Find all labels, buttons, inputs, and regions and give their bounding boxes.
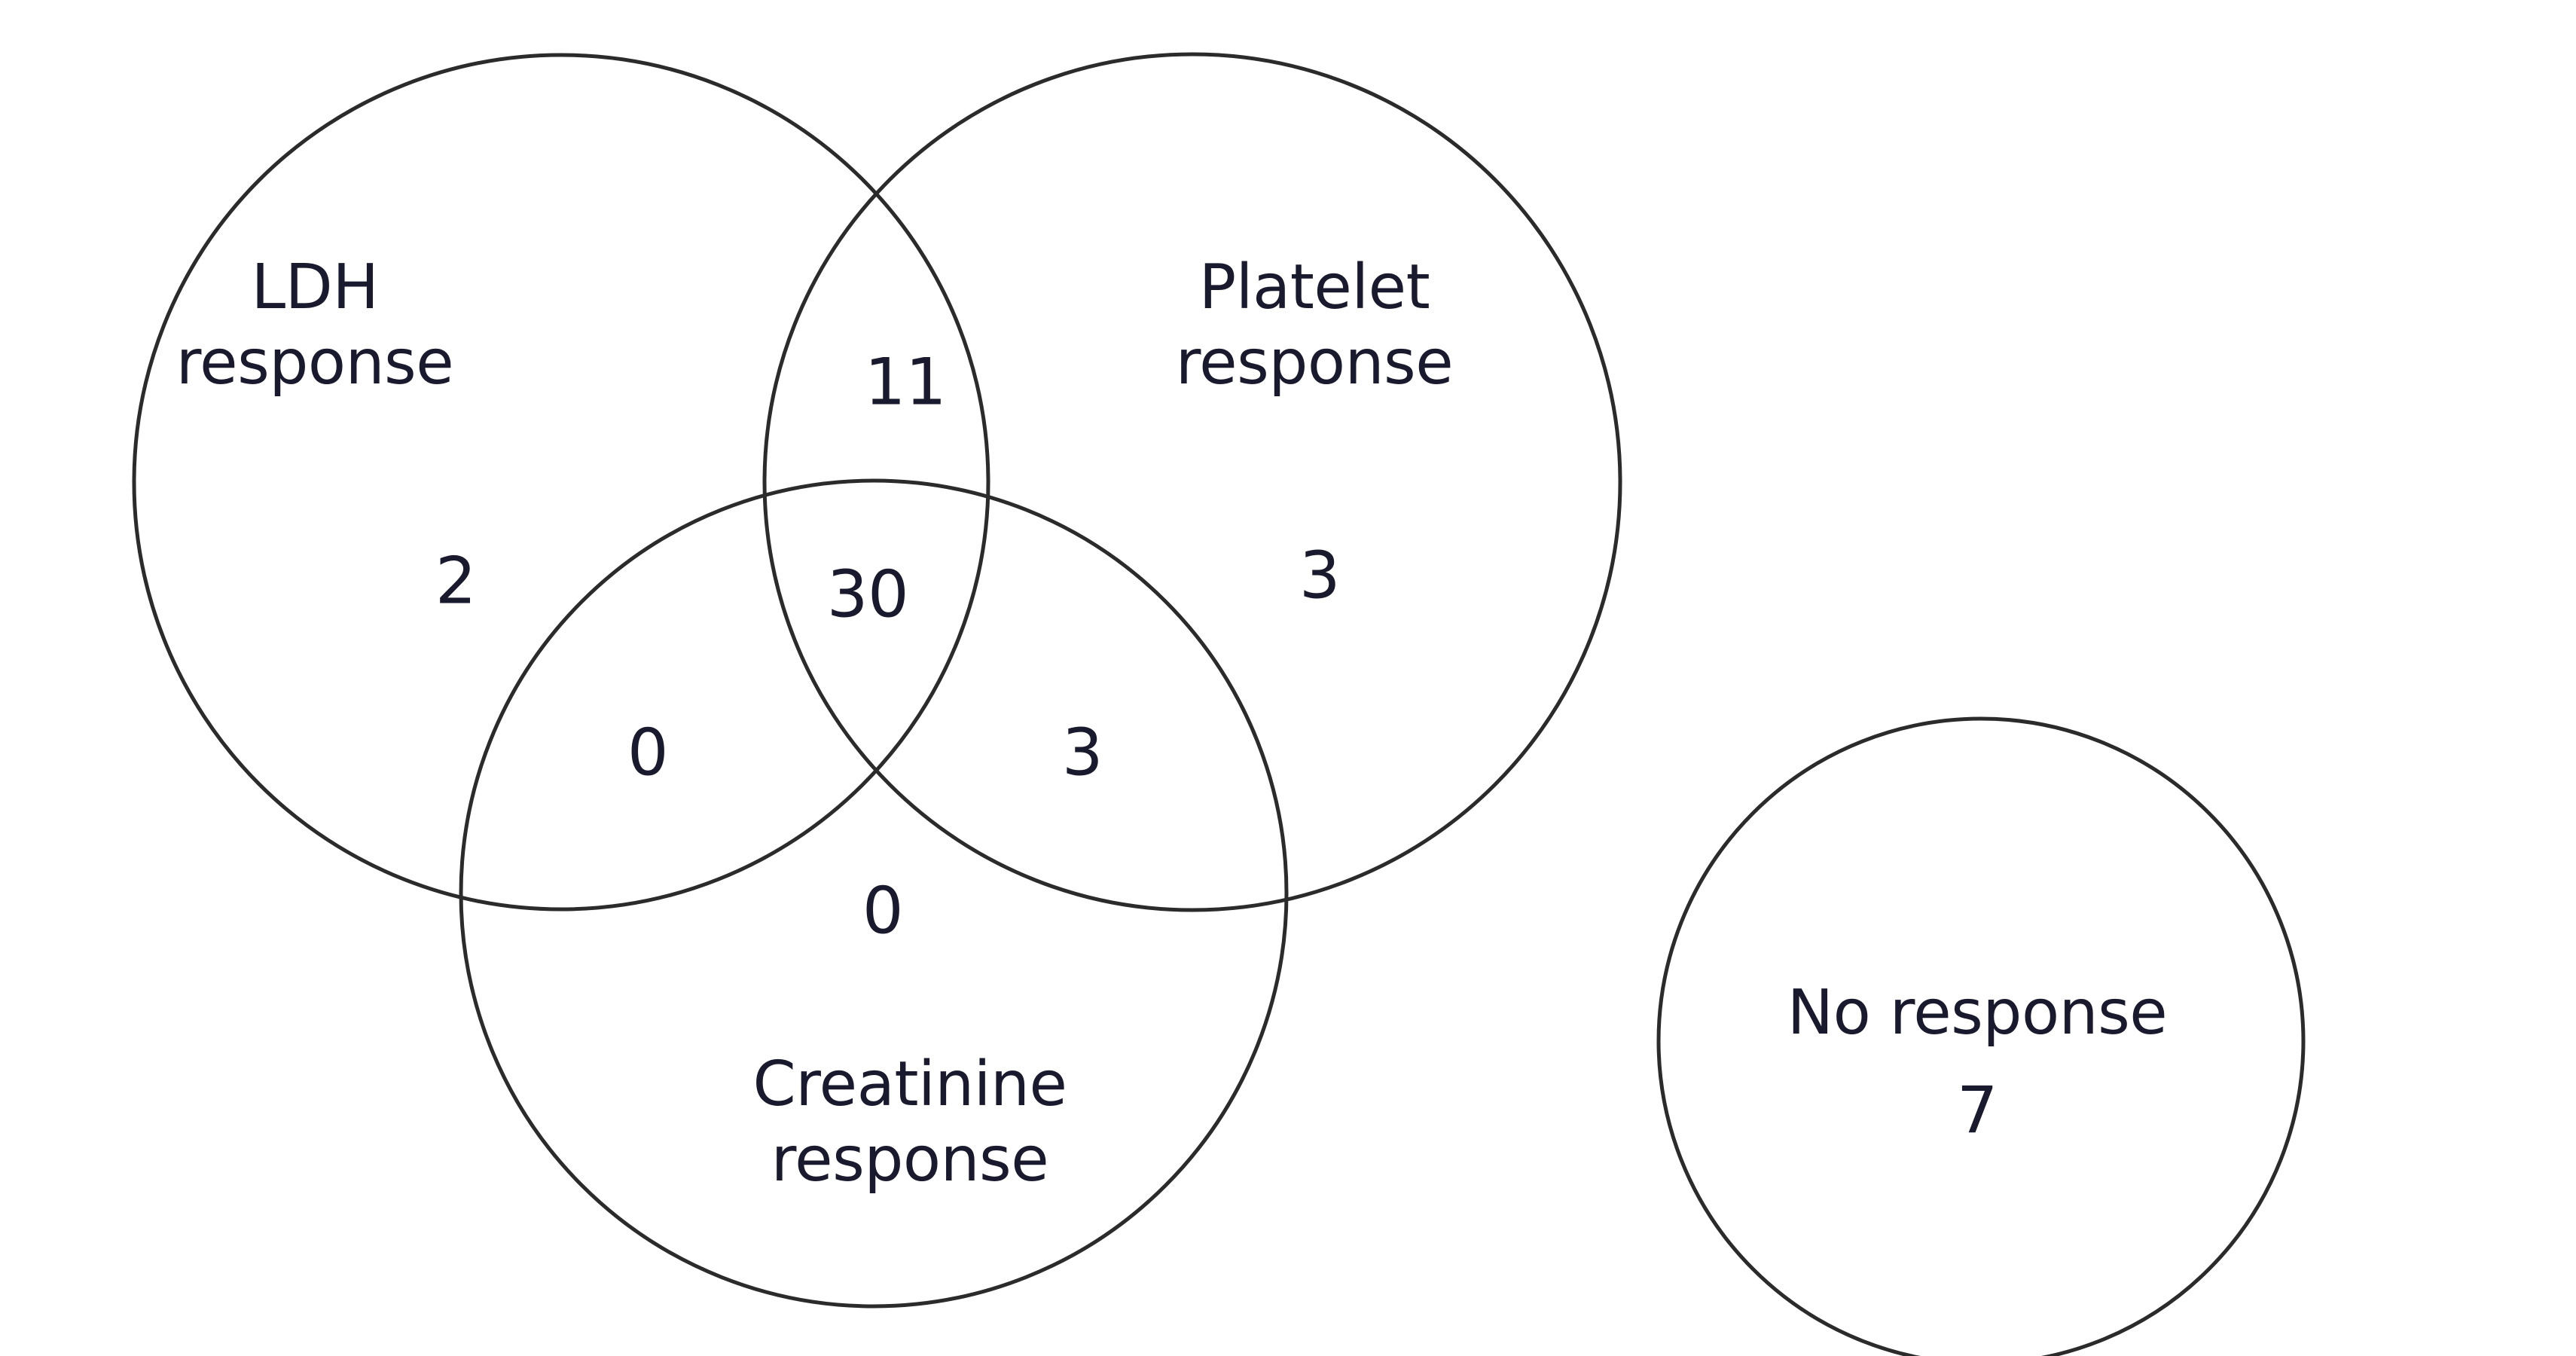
platelet-set-label: Platelet response: [1175, 250, 1454, 401]
creatinine-label-line1: Creatinine: [752, 1048, 1067, 1120]
ldh-label-line1: LDH: [251, 251, 379, 323]
platelet-circle: [762, 52, 1622, 912]
count-ldh-creatinine: 0: [627, 715, 669, 791]
count-creatinine-only: 0: [862, 873, 904, 949]
count-ldh-platelet-creatinine: 30: [826, 557, 909, 633]
count-ldh-platelet: 11: [864, 344, 947, 420]
ldh-circle: [132, 53, 990, 912]
count-platelet-only: 3: [1299, 538, 1341, 614]
count-platelet-creatinine: 3: [1061, 715, 1103, 791]
count-ldh-only: 2: [435, 543, 477, 619]
creatinine-circle: [459, 478, 1289, 1309]
platelet-label-line1: Platelet: [1198, 251, 1430, 323]
creatinine-set-label: Creatinine response: [753, 1047, 1067, 1198]
platelet-label-line2: response: [1175, 327, 1454, 399]
no-response-circle: [1656, 716, 2306, 1356]
creatinine-label-line2: response: [771, 1124, 1049, 1196]
count-no-response: 7: [1956, 1073, 1998, 1149]
no-response-label: No response: [1787, 976, 2168, 1049]
ldh-label-line2: response: [175, 327, 454, 399]
ldh-set-label: LDH response: [175, 250, 454, 401]
